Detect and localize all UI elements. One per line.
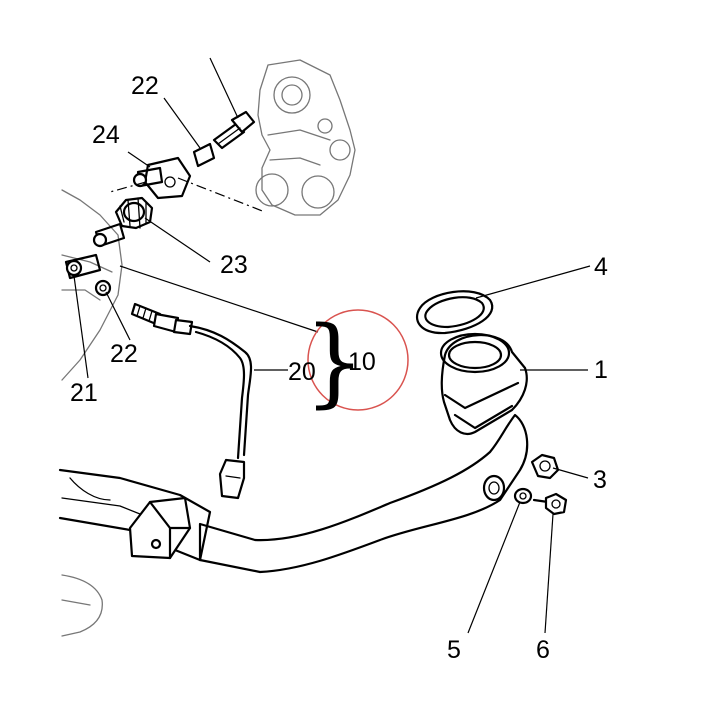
callout-22-top: 22 [131, 72, 159, 100]
callout-20: 20 [288, 358, 316, 386]
bolt-22 [192, 110, 256, 168]
axis-line-bolt [177, 177, 266, 213]
lambda-sensor-20 [130, 302, 253, 500]
exhaust-header-pipe-1 [58, 332, 529, 574]
gasket-4 [415, 290, 494, 335]
bolt-6 [532, 492, 568, 516]
leader-lines [73, 57, 591, 634]
assembly-brace: } [304, 306, 365, 418]
clamp-plate-24 [132, 156, 192, 200]
highlight-circle [307, 309, 409, 411]
callout-6: 6 [536, 636, 550, 664]
washer-22-lower [94, 279, 112, 297]
nut-3 [530, 453, 560, 480]
callout-4: 4 [594, 253, 608, 281]
callout-3: 3 [593, 466, 607, 494]
callout-5: 5 [447, 636, 461, 664]
callout-21: 21 [70, 379, 98, 407]
grommet-pipe-lug [482, 474, 506, 502]
callout-24: 24 [92, 121, 120, 149]
axis-line-clamp [109, 181, 147, 193]
engine-case-ghost [61, 189, 123, 637]
callout-23: 23 [220, 251, 248, 279]
stud-upper [92, 222, 126, 248]
stud-21 [64, 253, 102, 280]
washer-5 [513, 487, 533, 505]
callout-10: 10 [348, 348, 376, 376]
engine-bracket-ghost [255, 59, 356, 216]
nut-23 [114, 196, 154, 230]
callout-1: 1 [594, 356, 608, 384]
callout-22-middle: 22 [110, 340, 138, 368]
